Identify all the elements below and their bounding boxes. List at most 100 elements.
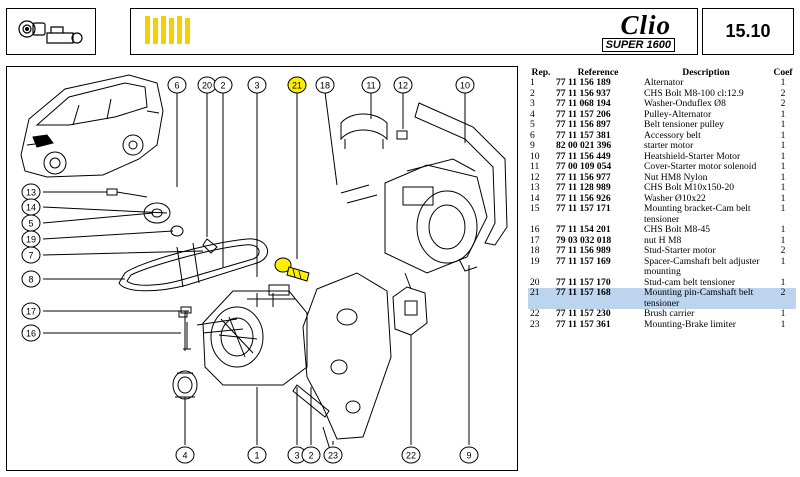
table-header-row: Rep. Reference Description Coef xyxy=(528,66,796,78)
callout-number: 11 xyxy=(366,81,375,91)
brand-name: Clio xyxy=(620,10,671,40)
cell-coef: 1 xyxy=(780,308,786,319)
cell-desc: starter motor xyxy=(644,140,694,151)
callout-2: 2 xyxy=(301,446,321,464)
cell-desc: Belt tensioner pulley xyxy=(644,119,724,130)
callout-3: 3 xyxy=(247,76,267,94)
callout-number: 17 xyxy=(26,307,36,317)
cell-ref: 77 11 128 989 xyxy=(556,182,611,193)
col-ref: Reference xyxy=(577,66,619,78)
brand-subtitle: SUPER 1600 xyxy=(601,38,675,52)
cell-ref: 77 11 156 926 xyxy=(556,192,611,204)
callout-circle xyxy=(175,446,195,464)
cell-coef: 1 xyxy=(780,108,786,120)
cell-desc: Mounting bracket-Cam belt tensioner xyxy=(644,203,751,225)
callout-number: 22 xyxy=(406,451,416,461)
callout-1: 1 xyxy=(247,446,267,464)
car-icon xyxy=(20,74,164,178)
callout-21: 21 xyxy=(287,76,307,94)
cell-coef: 1 xyxy=(780,182,786,193)
cell-ref: 77 11 068 194 xyxy=(556,98,611,109)
callout-19: 19 xyxy=(21,230,41,248)
cell-rep: 3 xyxy=(530,98,535,109)
cell-coef: 1 xyxy=(780,255,786,267)
cell-ref: 77 11 156 449 xyxy=(556,150,611,162)
callout-number: 10 xyxy=(460,81,470,91)
cell-rep: 14 xyxy=(530,192,540,204)
yellow-stripes-logo xyxy=(145,16,190,44)
callout-7: 7 xyxy=(21,246,41,264)
callout-22: 22 xyxy=(401,446,421,464)
callout-number: 13 xyxy=(26,188,36,198)
callout-number: 19 xyxy=(26,235,36,245)
callout-6: 6 xyxy=(167,76,187,94)
page-number-box: 15.10 xyxy=(702,8,794,55)
cell-ref: 77 11 154 201 xyxy=(556,224,611,235)
cell-rep: 13 xyxy=(530,182,540,193)
cell-desc: Cover-Starter motor solenoid xyxy=(644,161,757,172)
callout-number: 2 xyxy=(220,81,225,91)
callout-circle xyxy=(361,76,381,94)
cell-rep: 11 xyxy=(530,161,540,172)
cell-ref: 77 11 157 230 xyxy=(556,308,611,319)
callout-3: 3 xyxy=(287,446,307,464)
alternator-starter-icon xyxy=(18,20,83,44)
callout-16: 16 xyxy=(21,324,41,342)
callout-number: 1 xyxy=(254,451,259,461)
cell-ref: 77 11 157 206 xyxy=(556,108,611,120)
cell-coef: 1 xyxy=(780,171,786,183)
callout-circle xyxy=(21,270,41,288)
cell-ref: 77 11 157 171 xyxy=(556,203,611,214)
brand-header: Clio SUPER 1600 xyxy=(130,8,698,55)
cell-desc: Stud-Starter motor xyxy=(644,245,716,256)
cell-ref: 77 11 157 170 xyxy=(556,276,611,288)
cell-ref: 77 11 156 937 xyxy=(556,87,611,99)
cell-rep: 10 xyxy=(530,150,540,162)
callout-4: 4 xyxy=(175,446,195,464)
callout-circle xyxy=(247,76,267,94)
callout-18: 18 xyxy=(315,76,335,94)
cell-desc: nut H M8 xyxy=(644,234,682,246)
yellow-stripe xyxy=(169,18,174,44)
col-coef: Coef xyxy=(773,66,793,78)
callout-23: 23 xyxy=(323,446,343,464)
section-icon-box xyxy=(6,8,96,55)
cell-coef: 1 xyxy=(780,119,786,130)
callout-8: 8 xyxy=(21,270,41,288)
cell-desc: Heatshield-Starter Motor xyxy=(644,150,741,162)
callout-9: 9 xyxy=(459,446,479,464)
yellow-stripe xyxy=(153,18,158,44)
cell-ref: 77 11 157 361 xyxy=(556,318,611,330)
cell-coef: 2 xyxy=(780,98,786,109)
cell-rep: 12 xyxy=(530,171,540,183)
cell-desc: Washer Ø10x22 xyxy=(644,192,706,204)
callout-number: 12 xyxy=(398,81,408,91)
cell-rep: 2 xyxy=(530,87,535,99)
callout-number: 3 xyxy=(254,81,259,91)
callout-12: 12 xyxy=(393,76,413,94)
callout-circle xyxy=(213,76,233,94)
cell-coef: 1 xyxy=(780,318,786,330)
